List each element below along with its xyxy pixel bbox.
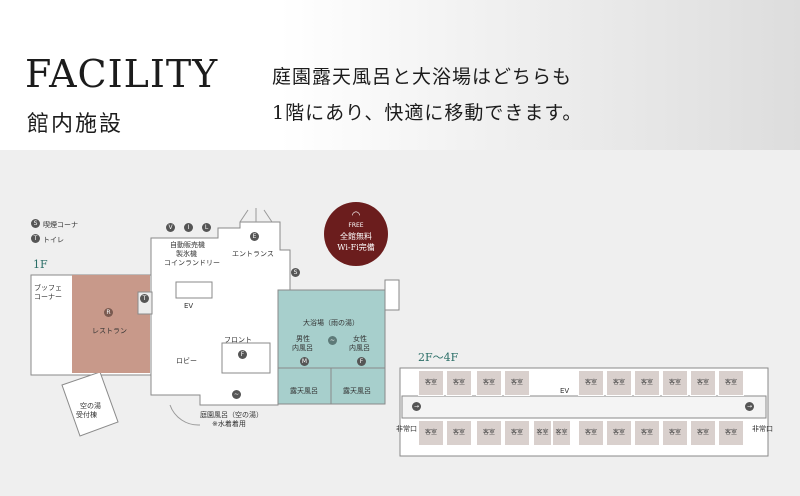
guest-room: 客室 [578, 370, 604, 396]
garden-bath-icon: ~ [232, 390, 241, 399]
guest-room: 客室 [690, 420, 716, 446]
vending-label: 自動販売機 [170, 241, 205, 249]
wifi-free: FREE [348, 222, 364, 229]
garden-bath-label: 庭園風呂（空の湯） [200, 411, 263, 419]
lobby-label: ロビー [176, 357, 197, 365]
restaurant-icon: R [104, 308, 113, 317]
upper-corridor [401, 395, 767, 419]
guest-room: 客室 [418, 370, 444, 396]
guest-room: 客室 [418, 420, 444, 446]
entrance-icon: E [250, 232, 259, 241]
toilet-icon: T [31, 234, 40, 243]
guest-room: 客室 [578, 420, 604, 446]
lead-text-line2: 1階にあり、快適に移動できます。 [272, 102, 583, 124]
sky-annex-line2: 受付棟 [76, 411, 97, 419]
female-icon: F [357, 357, 366, 366]
guest-room: 客室 [504, 420, 530, 446]
front-label: フロント [224, 336, 252, 344]
floor1-label: 1F [33, 258, 48, 271]
exit-left-label: 非常口 [396, 425, 417, 433]
stairs-east [384, 279, 400, 311]
buffet-label-line1: ブッフェ [34, 284, 62, 292]
guest-room: 客室 [634, 370, 660, 396]
wifi-line2: Wi-Fi完備 [337, 243, 375, 252]
guest-room: 客室 [552, 420, 571, 446]
hot-spring-icon: ~ [328, 336, 337, 345]
guest-room: 客室 [446, 420, 472, 446]
male-bath-line2: 内風呂 [292, 344, 313, 352]
smoking-spot-icon: S [291, 268, 300, 277]
guest-room: 客室 [662, 420, 688, 446]
vending-icon: V [166, 223, 175, 232]
legend-smoking: 喫煙コーナ [43, 221, 78, 229]
ice-label: 製氷機 [176, 250, 197, 258]
guest-room: 客室 [606, 370, 632, 396]
restaurant-label: レストラン [92, 327, 127, 335]
swimsuit-note: ※水着着用 [212, 420, 246, 428]
guest-room: 客室 [690, 370, 716, 396]
exit-right-label: 非常口 [752, 425, 773, 433]
legend-toilet: トイレ [43, 236, 64, 244]
laundry-icon: L [202, 223, 211, 232]
lead-text-line1: 庭園露天風呂と大浴場はどちらも [272, 66, 573, 88]
smoking-icon: S [31, 219, 40, 228]
male-bath-line1: 男性 [296, 335, 310, 343]
guest-room: 客室 [718, 420, 744, 446]
male-icon: M [300, 357, 309, 366]
outdoor-bath-left-label: 露天風呂 [290, 387, 318, 395]
guest-room: 客室 [662, 370, 688, 396]
restaurant-area [72, 275, 150, 373]
guest-room: 客室 [634, 420, 660, 446]
toilet-spot-icon: T [140, 294, 149, 303]
entrance-label: エントランス [232, 250, 274, 258]
guest-room: 客室 [606, 420, 632, 446]
front-desk-icon: F [238, 350, 247, 359]
wifi-line1: 全館無料 [340, 232, 372, 241]
laundry-label: コインランドリー [164, 259, 220, 267]
female-bath-line1: 女性 [353, 335, 367, 343]
ev-outline [175, 281, 213, 299]
sky-annex-outline [61, 371, 119, 437]
upper-ev-label: EV [560, 387, 570, 395]
guest-room: 客室 [446, 370, 472, 396]
female-bath-line2: 内風呂 [349, 344, 370, 352]
garden-stairs [169, 404, 201, 426]
page-subtitle: 館内施設 [27, 112, 124, 137]
exit-left-icon: → [412, 402, 421, 411]
guest-room: 客室 [504, 370, 530, 396]
upper-floor-label: 2F～4F [418, 351, 459, 364]
guest-room: 客室 [533, 420, 552, 446]
buffet-label-line2: コーナー [34, 293, 62, 301]
ice-icon: I [184, 223, 193, 232]
sky-annex-line1: 空の湯 [80, 402, 101, 410]
bath-label: 大浴場（雨の湯） [303, 319, 359, 327]
wifi-icon: ◠ [351, 210, 361, 221]
outdoor-bath-right-label: 露天風呂 [343, 387, 371, 395]
page-title: FACILITY [25, 52, 219, 96]
header-band [0, 0, 800, 150]
wifi-badge: ◠ FREE 全館無料 Wi-Fi完備 [324, 202, 388, 266]
guest-room: 客室 [476, 370, 502, 396]
guest-room: 客室 [718, 370, 744, 396]
exit-right-icon: → [745, 402, 754, 411]
guest-room: 客室 [476, 420, 502, 446]
ev-label: EV [184, 302, 194, 310]
front-desk-outline [221, 342, 271, 374]
